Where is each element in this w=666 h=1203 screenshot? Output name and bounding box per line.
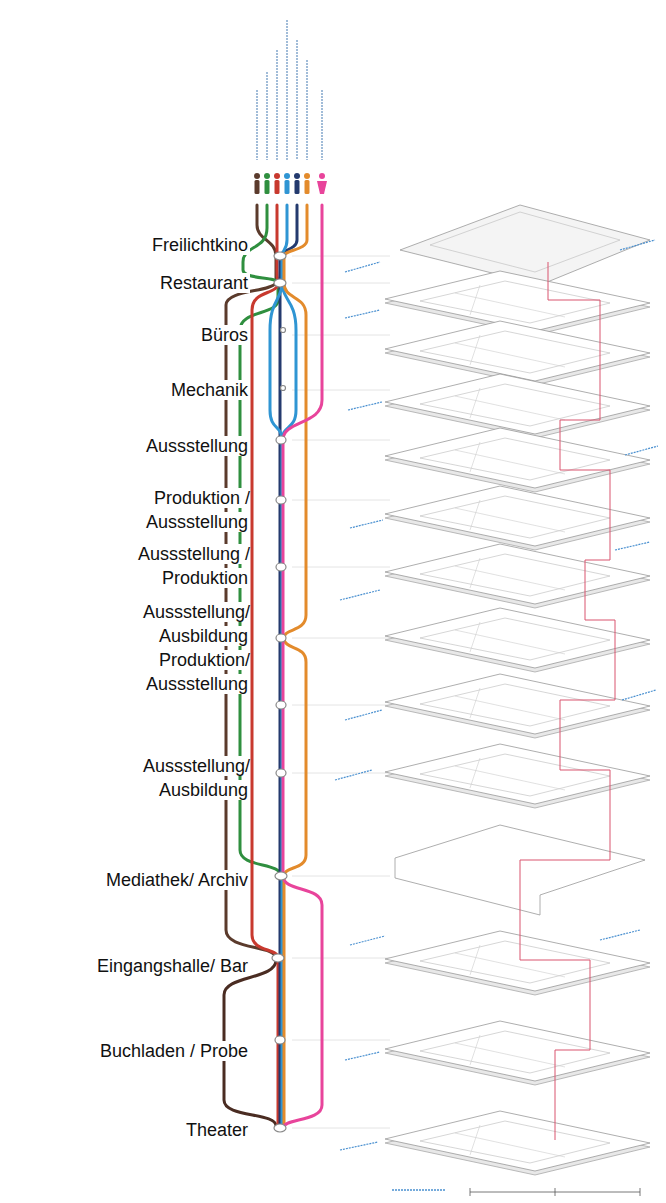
floor-name: Mechanik <box>169 380 250 400</box>
axonometric-floors <box>385 205 650 1175</box>
floor-label: Buchladen / Probe <box>5 1039 250 1063</box>
floor-name: Restaurant <box>158 273 250 293</box>
floor-label: Aussstellung/ Ausbildung <box>110 754 250 802</box>
floor-name: Buchladen / Probe <box>98 1041 250 1061</box>
floor-label: Aussstellung <box>5 434 250 458</box>
floor-name: Eingangshalle/ Bar <box>95 956 250 976</box>
floor-label: Eingangshalle/ Bar <box>5 954 250 978</box>
floor-name: Theater <box>184 1120 250 1140</box>
floor-label: Produktion / Aussstellung <box>110 486 250 534</box>
floor-name: Produktion / Aussstellung <box>146 488 250 532</box>
floor-label: Aussstellung/ Ausbildung <box>110 600 250 648</box>
floor-name: Freilichtkino <box>150 235 250 255</box>
person-icons <box>254 173 327 194</box>
scale-bar <box>392 1188 640 1196</box>
floor-name: Aussstellung / Produktion <box>136 544 250 588</box>
stations <box>272 252 287 1132</box>
circulation-line <box>520 262 615 1140</box>
annotation-marks <box>335 240 658 1150</box>
floor-label: Theater <box>5 1118 250 1142</box>
floor-name: Produktion/ Aussstellung <box>146 650 250 694</box>
floor-label: Produktion/ Aussstellung <box>110 648 250 696</box>
vertical-legend-marks <box>257 20 322 160</box>
floor-name: Aussstellung/ Ausbildung <box>141 602 250 646</box>
floor-name: Büros <box>199 325 250 345</box>
floor-name: Mediathek/ Archiv <box>104 870 250 890</box>
floor-label: Restaurant <box>5 271 250 295</box>
floor-label: Büros <box>5 323 250 347</box>
floor-label: Mediathek/ Archiv <box>5 868 250 892</box>
floor-label: Freilichtkino <box>5 233 250 257</box>
floor-name: Aussstellung/ Ausbildung <box>141 756 250 800</box>
floor-label: Mechanik <box>5 378 250 402</box>
floor-name: Aussstellung <box>144 436 250 456</box>
floor-label: Aussstellung / Produktion <box>110 542 250 590</box>
